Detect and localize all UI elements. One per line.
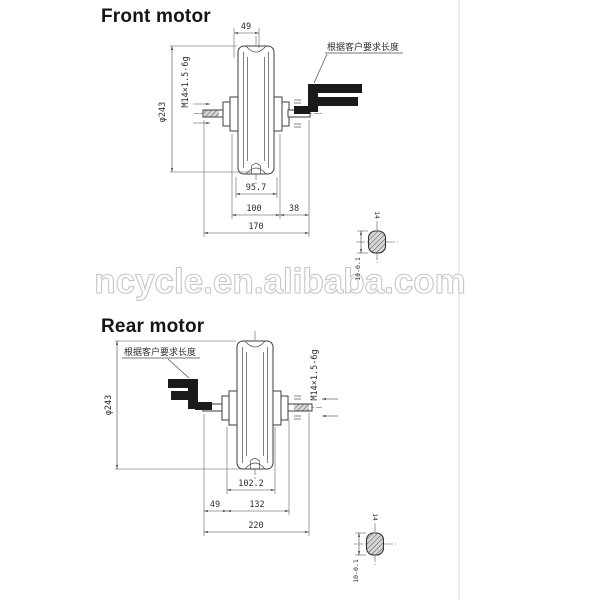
- front-body-width-label: 100: [246, 204, 261, 214]
- rear-axle-section-detail: 14 10-0.1: [352, 513, 396, 583]
- front-diameter-label: φ243: [158, 102, 168, 122]
- rear-cable-note: 根据客户要求长度: [122, 346, 200, 379]
- rear-axle: [202, 395, 313, 420]
- front-section-height-label: 14: [373, 211, 381, 219]
- rear-hub-body: [236, 340, 274, 470]
- rear-thread-label: M14×1.5-6g: [310, 349, 320, 400]
- front-dim-body-width: 100 38: [231, 134, 310, 219]
- rear-flange-spacing-label: 102.2: [238, 479, 264, 489]
- front-dim-flange-spacing: 95.7: [235, 177, 278, 198]
- rear-dim-body-width: 49 132: [203, 414, 290, 536]
- front-motor-title: Front motor: [101, 6, 211, 27]
- rear-dim-diameter: φ243: [104, 340, 250, 470]
- front-section-flats-label: 10-0.1: [354, 257, 362, 281]
- rear-overall-width-label: 220: [248, 521, 263, 531]
- front-dim-diameter: φ243: [158, 45, 251, 173]
- rear-cable: [168, 379, 212, 410]
- rear-body-width-label: 132: [249, 500, 264, 510]
- front-cable-note: 根据客户要求长度: [313, 41, 403, 84]
- rear-cable-note-label: 根据客户要求长度: [124, 346, 196, 358]
- rear-diameter-label: φ243: [104, 395, 114, 415]
- rear-axle-stub-label: 49: [210, 500, 220, 510]
- watermark-text: ncycle.en.alibaba.com: [94, 261, 467, 301]
- rear-axle-section-shape: [365, 532, 385, 556]
- front-dim-rim-width-label: 49: [241, 22, 251, 32]
- rear-motor-title: Rear motor: [101, 316, 205, 337]
- rear-section-flats-label: 10-0.1: [352, 559, 360, 583]
- front-dim-overall-width: 170: [203, 120, 310, 237]
- front-cable-note-label: 根据客户要求长度: [327, 41, 399, 53]
- front-motor-drawing: 根据客户要求长度 49 M14×1.5-6g φ243 95.7: [158, 22, 403, 281]
- rear-axle-bosses: [221, 390, 289, 426]
- rear-dim-overall-width: 220: [203, 413, 310, 536]
- rear-section-height-label: 14: [371, 513, 379, 521]
- front-overall-width-label: 170: [248, 222, 263, 232]
- front-dim-rim-width: 49: [233, 22, 260, 58]
- rear-dim-flange-spacing: 102.2: [226, 427, 276, 494]
- rear-motor-drawing: 根据客户要求长度 M14×1.5-6g φ243 102.2 49: [104, 331, 396, 583]
- front-cable: [294, 84, 362, 114]
- front-thread-callout: M14×1.5-6g: [181, 56, 211, 125]
- front-axle-section-detail: 14 10-0.1: [354, 211, 398, 281]
- front-hub-body: [237, 45, 275, 175]
- front-flange-spacing-label: 95.7: [246, 183, 266, 193]
- front-axle-section-shape: [367, 230, 387, 254]
- front-axle-stub-label: 38: [289, 204, 299, 214]
- rear-thread-callout: M14×1.5-6g: [310, 349, 338, 418]
- photo-border-line: [458, 0, 460, 600]
- front-thread-label: M14×1.5-6g: [181, 56, 191, 107]
